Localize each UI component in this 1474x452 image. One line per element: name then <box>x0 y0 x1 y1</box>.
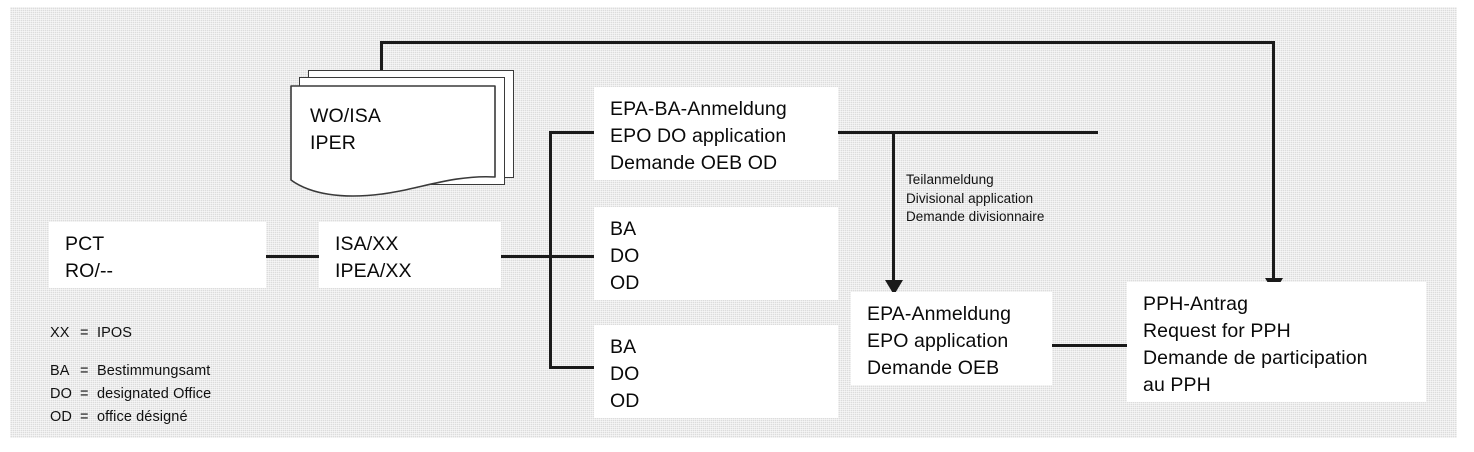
node-designated-office-1: BA DO OD <box>594 207 838 300</box>
legend-equals-ba: = <box>80 363 89 379</box>
legend-equals-xx: = <box>80 325 89 341</box>
legend-value-od: office désigné <box>97 409 188 425</box>
legend-equals-do: = <box>80 386 89 402</box>
legend-entry-od: OD = office désigné <box>50 409 188 425</box>
legend-key-od: OD <box>50 409 72 425</box>
node-pph-request: PPH-Antrag Request for PPH Demande de pa… <box>1127 282 1426 402</box>
legend-entry-do: DO = designated Office <box>50 386 211 402</box>
legend-value-do: designated Office <box>97 386 212 402</box>
legend-key-ba: BA <box>50 363 70 379</box>
legend-value-xx: IPOS <box>97 325 133 341</box>
legend-equals-od: = <box>80 409 89 425</box>
connector-epo-application-to-pph <box>1052 344 1127 347</box>
connector-isa-to-bus <box>500 255 552 258</box>
document-sheet-front <box>290 85 496 198</box>
node-pct: PCT RO/-- <box>49 222 266 288</box>
node-epo-do-application: EPA-BA-Anmeldung EPO DO application Dema… <box>594 87 838 180</box>
node-designated-office-2: BA DO OD <box>594 325 838 418</box>
arrowhead-into-epo-application <box>885 280 903 295</box>
connector-bus-to-epo-do <box>549 131 594 134</box>
connector-pct-to-isa <box>266 255 319 258</box>
connector-top-across <box>380 41 1275 44</box>
connector-bus-to-do-1 <box>549 255 594 258</box>
legend-abbreviation-xx: XX = IPOS <box>50 325 132 341</box>
legend-entry-ba: BA = Bestimmungsamt <box>50 363 210 379</box>
connector-distribution-bus <box>549 131 552 369</box>
legend-key-do: DO <box>50 386 72 402</box>
annotation-divisional-application: Teilanmeldung Divisional application Dem… <box>906 172 1045 224</box>
connector-docs-up <box>380 41 383 85</box>
node-documents-wo-isa-iper: WO/ISA IPER <box>290 70 520 200</box>
connector-epo-do-right <box>838 131 1098 134</box>
connector-top-down-to-pph <box>1272 41 1275 281</box>
node-isa-ipea: ISA/XX IPEA/XX <box>319 222 501 288</box>
node-epo-application: EPA-Anmeldung EPO application Demande OE… <box>851 292 1052 385</box>
document-label: WO/ISA IPER <box>310 105 382 154</box>
connector-divisional-down <box>892 131 895 283</box>
connector-bus-to-do-2 <box>549 366 594 369</box>
legend-value-ba: Bestimmungsamt <box>97 363 211 379</box>
legend-key-xx: XX <box>50 325 70 341</box>
